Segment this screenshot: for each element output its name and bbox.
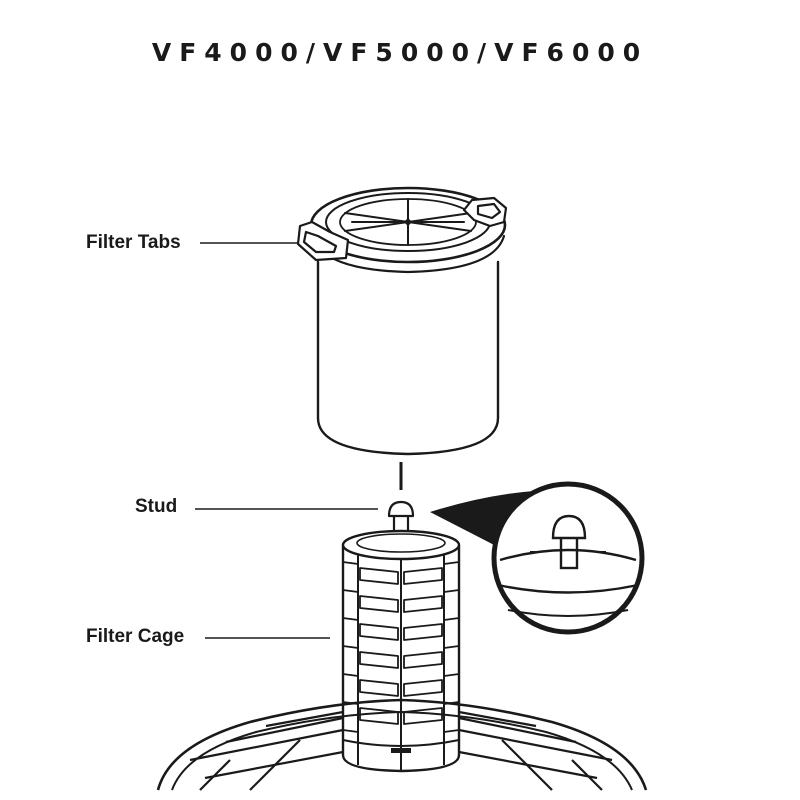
label-filter-tabs: Filter Tabs [86,232,181,253]
cage-slots-left [359,567,399,725]
label-filter-cage: Filter Cage [86,626,185,647]
cage-base-mark [391,748,411,753]
leader-lines [195,242,378,639]
label-stud: Stud [135,496,178,517]
filter-tab-left [296,220,350,262]
filter-top-hub [405,219,411,225]
filter-body [316,260,500,456]
lid-inner-edge [171,711,633,791]
filter-tab-right [462,196,508,228]
callout-cage-lower [507,609,629,617]
callout-cage-top [499,548,637,562]
filter-cartridge [296,186,508,456]
lid-outline [156,698,648,791]
cage-slots-right [403,567,443,725]
page-title: VF4000/VF5000/VF6000 [151,38,649,67]
cage-base-band [342,739,460,747]
magnified-callout [430,481,645,635]
cage-ribs-vertical [357,555,445,770]
cage-top-inner [356,533,446,553]
lid-platform [156,698,648,791]
callout-cage-band [497,583,639,594]
filter-cage [341,500,461,773]
lid-ribs [189,710,613,791]
cage-top [341,529,461,561]
